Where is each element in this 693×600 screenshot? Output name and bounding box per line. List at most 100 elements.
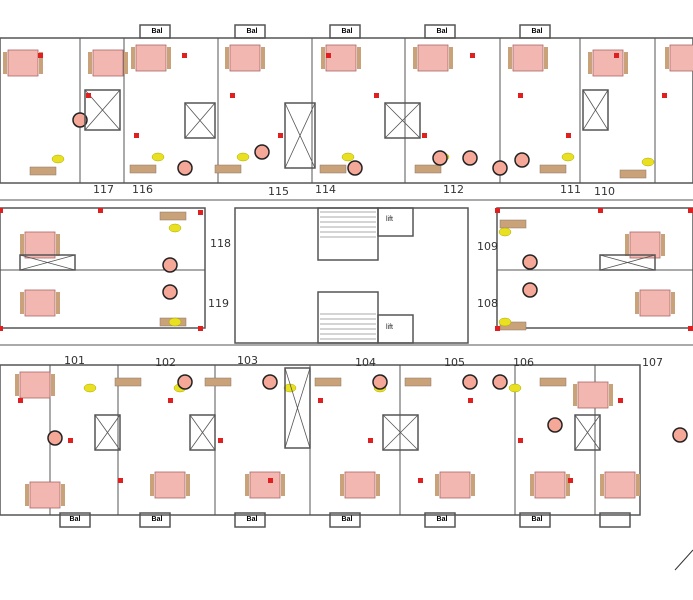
nightstand-icon — [39, 52, 43, 74]
door-marker — [614, 53, 619, 58]
duct-shaft — [189, 414, 216, 451]
balcony — [424, 24, 456, 39]
sofa-icon — [319, 164, 347, 174]
nightstand-icon — [661, 234, 665, 256]
duct-cross — [384, 102, 421, 139]
dining-table-icon — [372, 374, 388, 390]
coffee-table-icon — [561, 152, 575, 162]
lift-lower — [377, 314, 414, 344]
sofa-icon — [499, 219, 527, 229]
door-marker — [598, 208, 603, 213]
nightstand-icon — [56, 234, 60, 256]
bed-icon — [577, 381, 609, 409]
door-marker — [688, 326, 693, 331]
nightstand-icon — [435, 474, 439, 496]
balcony-label: Bal — [151, 28, 163, 35]
coffee-table-icon — [641, 157, 655, 167]
nightstand-icon — [245, 474, 249, 496]
duct-shaft — [19, 254, 76, 271]
dining-table-icon — [162, 257, 178, 273]
door-marker — [495, 326, 500, 331]
nightstand-icon — [376, 474, 380, 496]
door-marker — [566, 133, 571, 138]
nightstand-icon — [225, 47, 229, 69]
duct-shaft — [599, 254, 656, 271]
duct-shaft — [384, 102, 421, 139]
door-marker — [68, 438, 73, 443]
balcony — [424, 512, 456, 528]
nightstand-icon — [20, 292, 24, 314]
duct-cross — [19, 254, 76, 271]
balcony — [519, 24, 551, 39]
dining-table-icon — [162, 284, 178, 300]
door-marker — [418, 478, 423, 483]
duct-shaft — [94, 414, 121, 451]
unit-label-117: 117 — [93, 183, 114, 196]
balcony-label: Bal — [69, 516, 81, 523]
nightstand-icon — [124, 52, 128, 74]
sofa-icon — [414, 164, 442, 174]
door-marker — [618, 398, 623, 403]
sofa-icon — [539, 164, 567, 174]
bed-icon — [512, 44, 544, 72]
duct-shaft — [284, 102, 316, 169]
unit-label-101: 101 — [64, 354, 85, 367]
nightstand-icon — [625, 234, 629, 256]
nightstand-icon — [61, 484, 65, 506]
lift-label: lift — [386, 216, 393, 223]
dining-table-icon — [514, 152, 530, 168]
door-marker — [18, 398, 23, 403]
right-wing-wall — [496, 207, 693, 329]
duct-cross — [94, 414, 121, 451]
nightstand-icon — [530, 474, 534, 496]
nightstand-icon — [635, 292, 639, 314]
lift-label: lift — [386, 324, 393, 331]
nightstand-icon — [321, 47, 325, 69]
sofa-icon — [29, 166, 57, 176]
balcony — [329, 512, 361, 528]
bed-icon — [669, 44, 693, 72]
duct-shaft — [284, 367, 311, 449]
unit-label-105: 105 — [444, 356, 465, 369]
door-marker — [182, 53, 187, 58]
bed-icon — [592, 49, 624, 77]
door-marker — [468, 398, 473, 403]
nightstand-icon — [609, 384, 613, 406]
door-marker — [495, 208, 500, 213]
coffee-table-icon — [236, 152, 250, 162]
unit-label-111: 111 — [560, 183, 581, 196]
sofa-icon — [214, 164, 242, 174]
unit-label-107: 107 — [642, 356, 663, 369]
bed-icon — [534, 471, 566, 499]
bed-icon — [629, 231, 661, 259]
lift-upper — [377, 207, 414, 237]
nightstand-icon — [88, 52, 92, 74]
duct-cross — [284, 367, 311, 449]
door-marker — [0, 208, 3, 213]
coffee-table-icon — [51, 154, 65, 164]
bed-icon — [604, 471, 636, 499]
balcony — [139, 24, 171, 39]
duct-cross — [382, 414, 419, 451]
bed-icon — [19, 371, 51, 399]
bed-icon — [439, 471, 471, 499]
dining-table-icon — [492, 374, 508, 390]
dining-table-icon — [47, 430, 63, 446]
balcony — [234, 512, 266, 528]
unit-label-114: 114 — [315, 183, 336, 196]
nightstand-icon — [340, 474, 344, 496]
sofa-icon — [619, 169, 647, 179]
door-marker — [86, 93, 91, 98]
door-marker — [198, 326, 203, 331]
bed-icon — [29, 481, 61, 509]
door-marker — [268, 478, 273, 483]
dining-table-icon — [72, 112, 88, 128]
nightstand-icon — [566, 474, 570, 496]
door-marker — [422, 133, 427, 138]
door-marker — [118, 478, 123, 483]
door-marker — [0, 326, 3, 331]
sofa-icon — [204, 377, 232, 387]
nightstand-icon — [186, 474, 190, 496]
dining-table-icon — [177, 160, 193, 176]
